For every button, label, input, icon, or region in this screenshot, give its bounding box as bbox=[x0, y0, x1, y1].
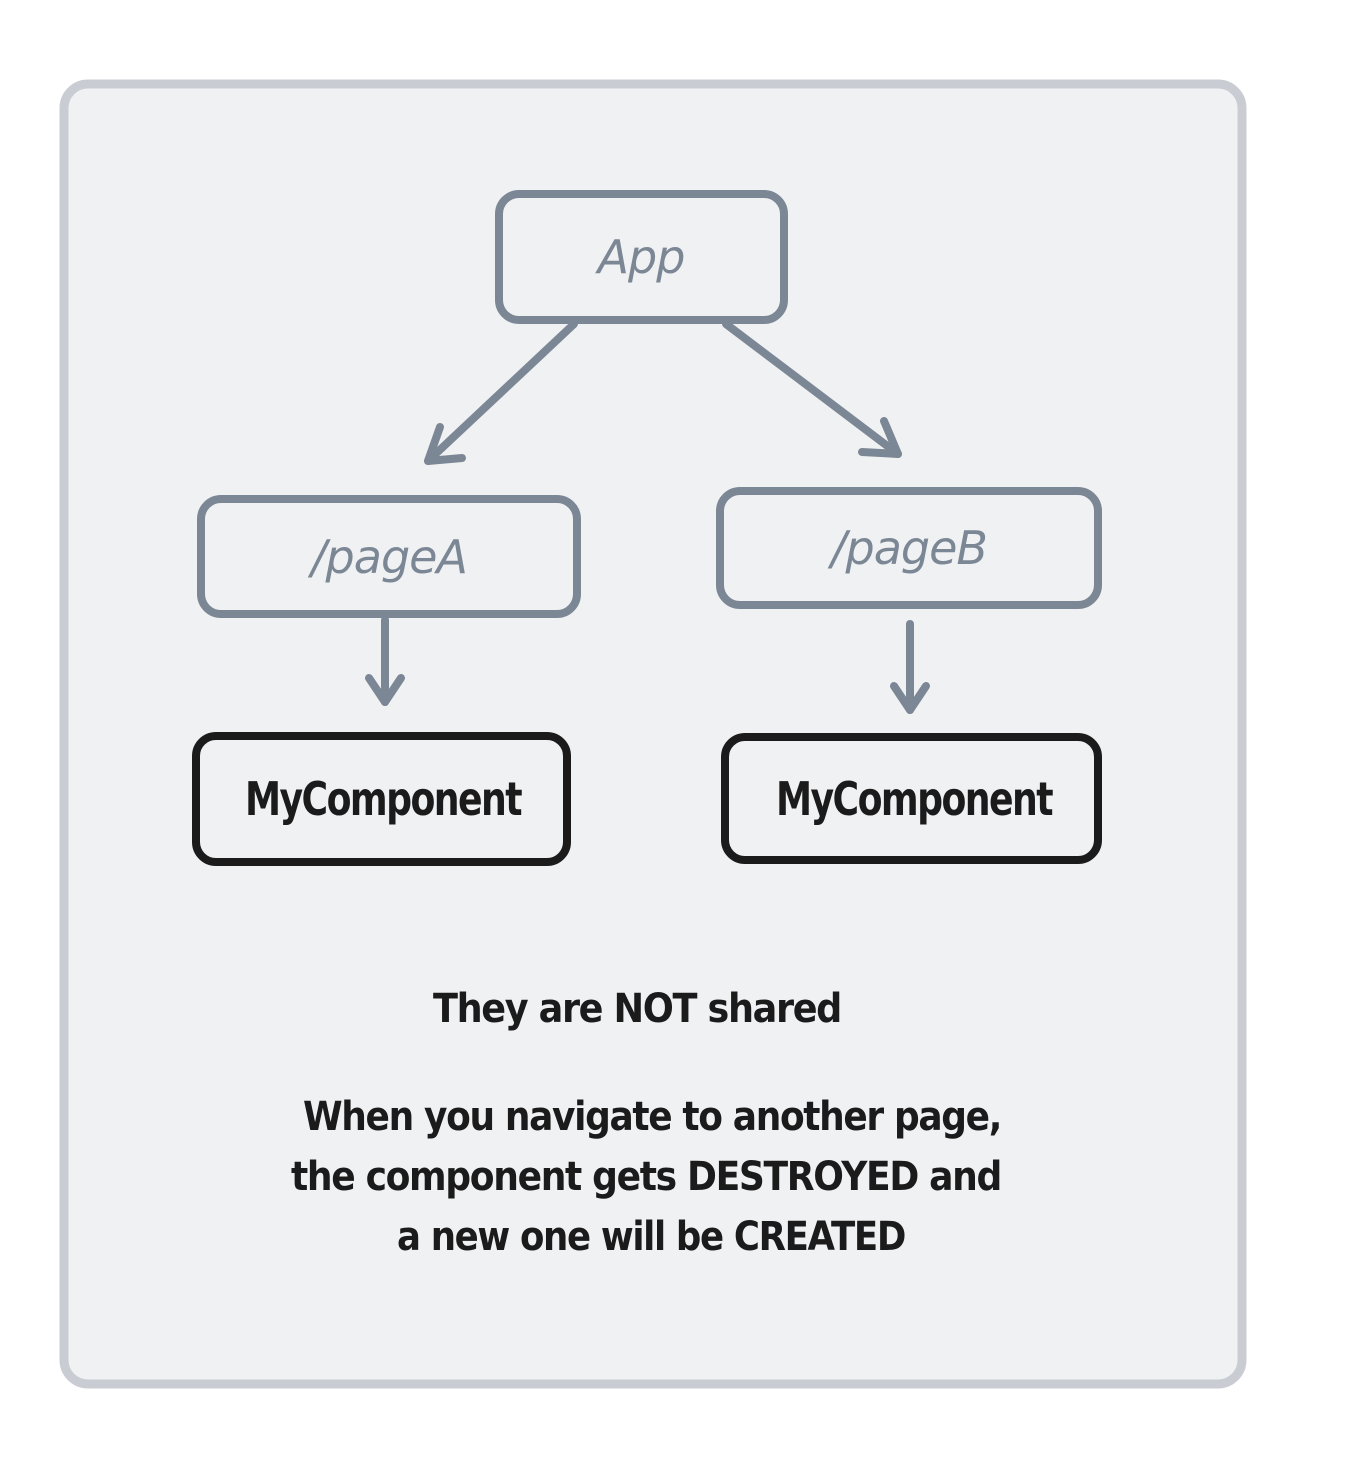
node-page-a: /pageA bbox=[197, 495, 581, 618]
note-line-2: the component gets DESTROYED and bbox=[291, 1154, 1001, 1200]
node-app-label: App bbox=[595, 230, 685, 284]
node-component-a-box bbox=[192, 732, 571, 866]
edge-app-to-page-b-arrowhead bbox=[858, 417, 902, 458]
node-component-a-label: MyComponent bbox=[245, 772, 522, 826]
node-page-a-label: /pageA bbox=[307, 530, 467, 584]
node-component-b: MyComponent bbox=[721, 733, 1102, 864]
node-page-a-box bbox=[197, 495, 581, 618]
edge-app-to-page-a bbox=[424, 320, 578, 465]
edge-app-to-page-b-line bbox=[722, 320, 902, 458]
diagram-panel bbox=[59, 79, 1247, 1389]
edge-app-to-page-a-line bbox=[424, 320, 578, 465]
node-page-b-box bbox=[716, 487, 1102, 609]
node-app: App bbox=[495, 190, 788, 324]
edge-page-a-to-component-arrowhead bbox=[365, 674, 405, 706]
note-headline: They are NOT shared bbox=[433, 986, 841, 1032]
edge-app-to-page-b bbox=[722, 320, 902, 458]
note-line-3: a new one will be CREATED bbox=[397, 1214, 905, 1260]
node-page-b-label: /pageB bbox=[827, 521, 987, 575]
edge-app-to-page-a-arrowhead bbox=[424, 423, 466, 465]
node-component-a: MyComponent bbox=[192, 732, 571, 866]
node-page-b: /pageB bbox=[716, 487, 1102, 609]
node-app-box bbox=[495, 190, 788, 324]
node-component-b-box bbox=[721, 733, 1102, 864]
edge-page-b-to-component-arrowhead bbox=[890, 682, 930, 714]
node-component-b-label: MyComponent bbox=[776, 772, 1053, 826]
edge-page-a-to-component bbox=[365, 616, 405, 706]
note-line-1: When you navigate to another page, bbox=[303, 1094, 1001, 1140]
edge-page-b-to-component bbox=[890, 620, 930, 714]
